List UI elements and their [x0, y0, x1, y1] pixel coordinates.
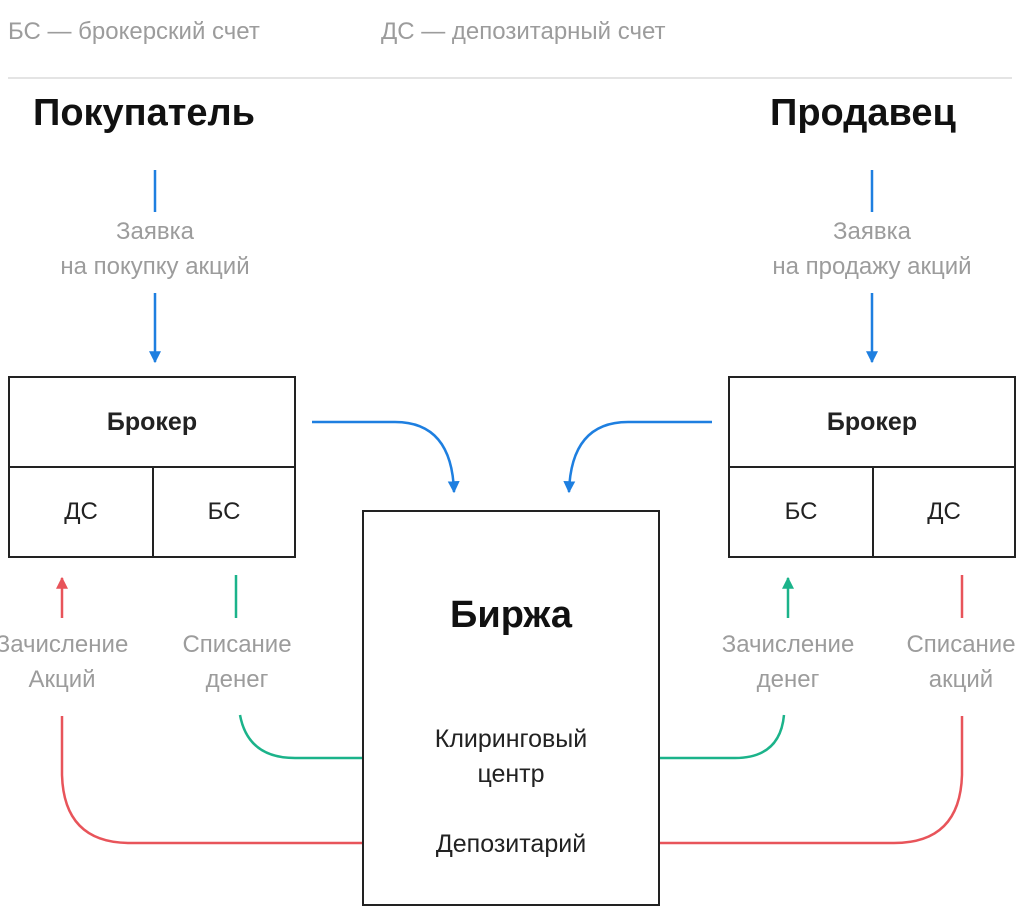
buyer-debit-arrow	[238, 714, 390, 764]
seller-broker-to-exchange-arrow	[563, 420, 712, 494]
buyer-broker-ds: ДС	[64, 498, 98, 525]
seller-broker-split	[872, 466, 874, 556]
seller-credit-line2: денег	[756, 666, 820, 693]
clearing-center-label: Клиринговый центр	[364, 722, 658, 792]
seller-order-line1: Заявка	[833, 218, 911, 245]
clearing-line2: центр	[477, 760, 545, 788]
buyer-title: Покупатель	[33, 92, 256, 134]
buyer-credit-line1: Зачисление	[0, 631, 129, 658]
buyer-order-line1: Заявка	[116, 218, 194, 245]
legend-ds: ДС — депозитарный счет	[381, 18, 666, 45]
seller-debit-arrow	[632, 716, 964, 849]
seller-debit-line2: акций	[928, 666, 994, 693]
seller-broker-bs: БС	[784, 498, 818, 525]
buyer-broker-to-exchange-arrow	[312, 420, 460, 494]
depository-label: Депозитарий	[435, 830, 587, 858]
seller-order-line2: на продажу акций	[772, 253, 972, 280]
seller-credit-line1: Зачисление	[721, 631, 855, 658]
buyer-debit-label: Списание денег	[166, 627, 308, 697]
seller-broker-title: Брокер	[826, 407, 918, 436]
seller-broker-ds: ДС	[927, 498, 961, 525]
buyer-broker-title: Брокер	[106, 407, 198, 436]
buyer-order-line2: на покупку акций	[60, 253, 250, 280]
seller-broker-box: Брокер БС ДС	[728, 376, 1016, 558]
buyer-credit-line2: Акций	[28, 666, 96, 693]
buyer-order-label: Заявка на покупку акций	[15, 214, 295, 284]
seller-debit-label: Списание акций	[886, 627, 1024, 697]
clearing-line1: Клиринговый	[434, 725, 588, 753]
seller-credit-line	[634, 714, 786, 760]
divider	[8, 77, 1012, 79]
legend-bs: БС — брокерский счет	[8, 18, 260, 45]
buyer-broker-box: Брокер ДС БС	[8, 376, 296, 558]
seller-title: Продавец	[770, 92, 956, 134]
buyer-debit-line1: Списание	[182, 631, 292, 658]
buyer-debit-line2: денег	[205, 666, 269, 693]
seller-debit-line1: Списание	[906, 631, 1016, 658]
buyer-credit-line	[60, 716, 390, 845]
buyer-broker-split	[152, 466, 154, 556]
exchange-box: Биржа Клиринговый центр Депозитарий	[362, 510, 660, 906]
seller-credit-label: Зачисление денег	[706, 627, 870, 697]
buyer-broker-bs: БС	[207, 498, 241, 525]
seller-order-label: Заявка на продажу акций	[732, 214, 1012, 284]
exchange-title: Биржа	[450, 594, 572, 636]
buyer-credit-label: Зачисление Акций	[0, 627, 144, 697]
